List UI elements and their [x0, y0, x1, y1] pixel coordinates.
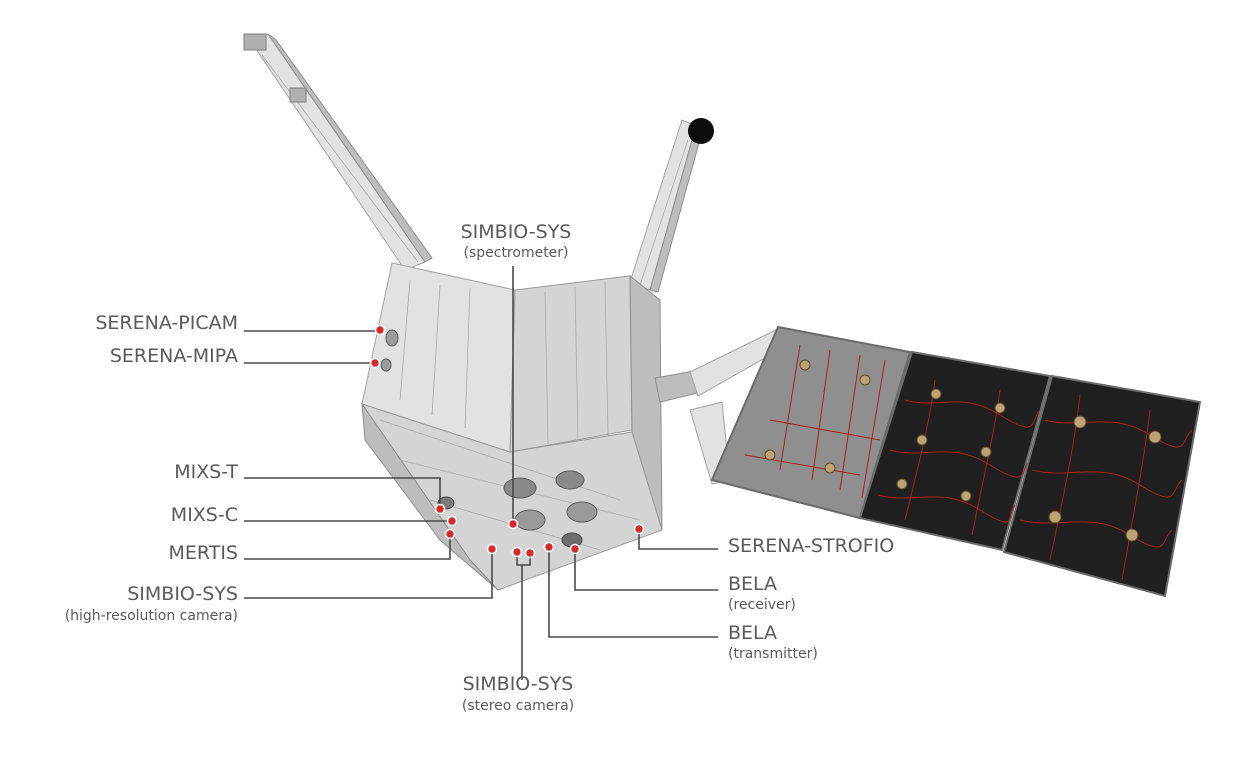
- body-top-right-panel: [509, 275, 633, 453]
- marker-bela-transmitter: [543, 541, 555, 553]
- label-serena-mipa: SERENA-MIPA: [110, 345, 238, 367]
- label-simbio-stereo-sub: (stereo camera): [462, 698, 574, 714]
- instrument-markers: [369, 324, 645, 559]
- marker-serena-mipa: [369, 357, 381, 369]
- label-simbio-hrc-sub: (high-resolution camera): [65, 608, 238, 624]
- marker-serena-strofio: [633, 523, 645, 535]
- label-bela-receiver: BELA: [728, 573, 777, 595]
- marker-simbio-stereo-1: [511, 546, 523, 558]
- antenna-dish-icon: [688, 118, 714, 144]
- label-simbio-hrc: SIMBIO-SYS: [127, 583, 238, 605]
- leader-lines: [244, 266, 718, 680]
- label-serena-picam: SERENA-PICAM: [95, 312, 238, 334]
- spacecraft-illustration: [243, 33, 1202, 598]
- solar-panel-2: [858, 350, 1052, 552]
- label-bela-receiver-sub: (receiver): [728, 597, 796, 613]
- marker-mertis: [444, 528, 456, 540]
- label-mixs-c: MIXS-C: [171, 504, 238, 526]
- label-bela-transmitter-sub: (transmitter): [728, 646, 818, 662]
- marker-bela-receiver: [569, 543, 581, 555]
- label-mixs-t: MIXS-T: [174, 461, 238, 483]
- marker-serena-picam: [374, 324, 386, 336]
- right-antenna-boom: [629, 118, 714, 293]
- instrument-ports: [380, 329, 598, 548]
- label-bela-transmitter: BELA: [728, 622, 777, 644]
- label-serena-strofio: SERENA-STROFIO: [728, 535, 894, 557]
- solar-panel-3: [1002, 374, 1202, 598]
- label-simbio-stereo: SIMBIO-SYS: [463, 673, 574, 695]
- marker-simbio-spectrometer: [507, 518, 519, 530]
- marker-simbio-stereo-2: [524, 547, 536, 559]
- marker-mixs-c: [446, 515, 458, 527]
- label-simbio-spectrometer-sub: (spectrometer): [463, 245, 568, 261]
- marker-mixs-t: [434, 503, 446, 515]
- label-mertis: MERTIS: [169, 542, 239, 564]
- marker-simbio-hrc: [486, 543, 498, 555]
- left-antenna-boom: [243, 33, 433, 271]
- label-simbio-spectrometer: SIMBIO-SYS: [461, 221, 572, 243]
- instrument-labels: SERENA-PICAM SERENA-MIPA MIXS-T MIXS-C M…: [65, 221, 895, 714]
